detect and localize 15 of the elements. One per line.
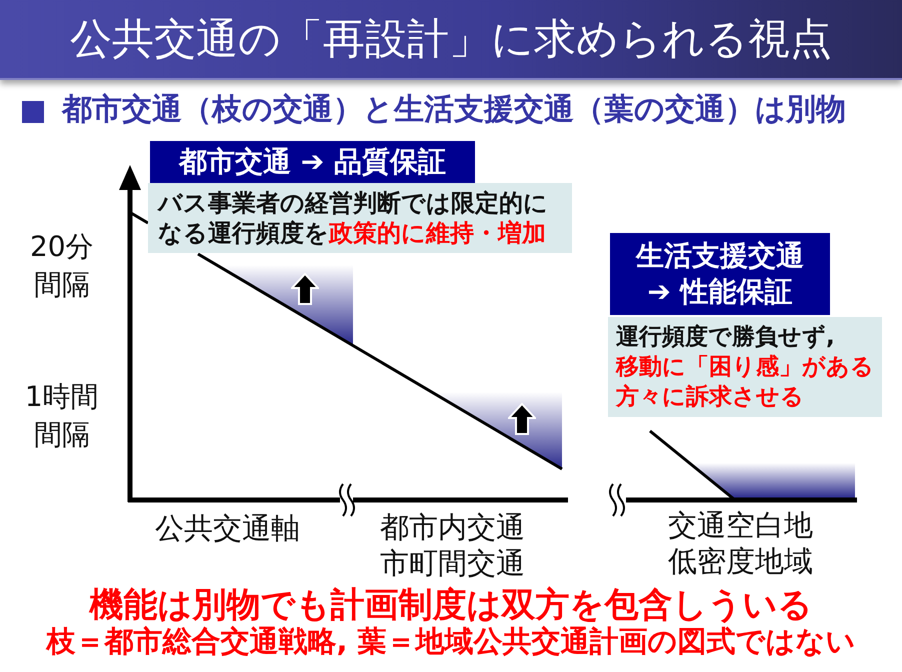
axis-label: 公共交通軸 bbox=[155, 510, 300, 546]
conclusion-text: 機能は別物でも計画制度は双方を包含しういる bbox=[90, 584, 812, 626]
axis-label: 市町間交通 bbox=[380, 545, 525, 581]
section-heading: 都市交通（枝の交通）と生活支援交通（葉の交通）は別物 bbox=[62, 91, 846, 129]
axis-label: 20分間隔 bbox=[28, 229, 95, 303]
slide-title: 公共交通の「再設計」に求められる視点 bbox=[70, 13, 832, 65]
note-panel: 運行頻度で勝負せず, 移動に「困り感」がある方々に訴求させる bbox=[608, 317, 882, 417]
axis-label: 低密度地域 bbox=[668, 543, 813, 579]
axis-label: 1時間間隔 bbox=[24, 379, 100, 453]
category-banner: 都市交通 ➔ 品質保証 bbox=[150, 141, 475, 183]
category-banner: 生活支援交通 ➔ 性能保証 bbox=[610, 233, 830, 315]
note-text: 枝＝都市総合交通戦略, 葉＝地域公共交通計画の図式ではない bbox=[46, 623, 856, 659]
axis-label: 都市内交通 bbox=[380, 509, 525, 545]
note-panel: バス事業者の経営判断では限定的になる運行頻度を政策的に維持・増加 bbox=[148, 183, 572, 253]
axis-label: 交通空白地 bbox=[668, 507, 813, 543]
